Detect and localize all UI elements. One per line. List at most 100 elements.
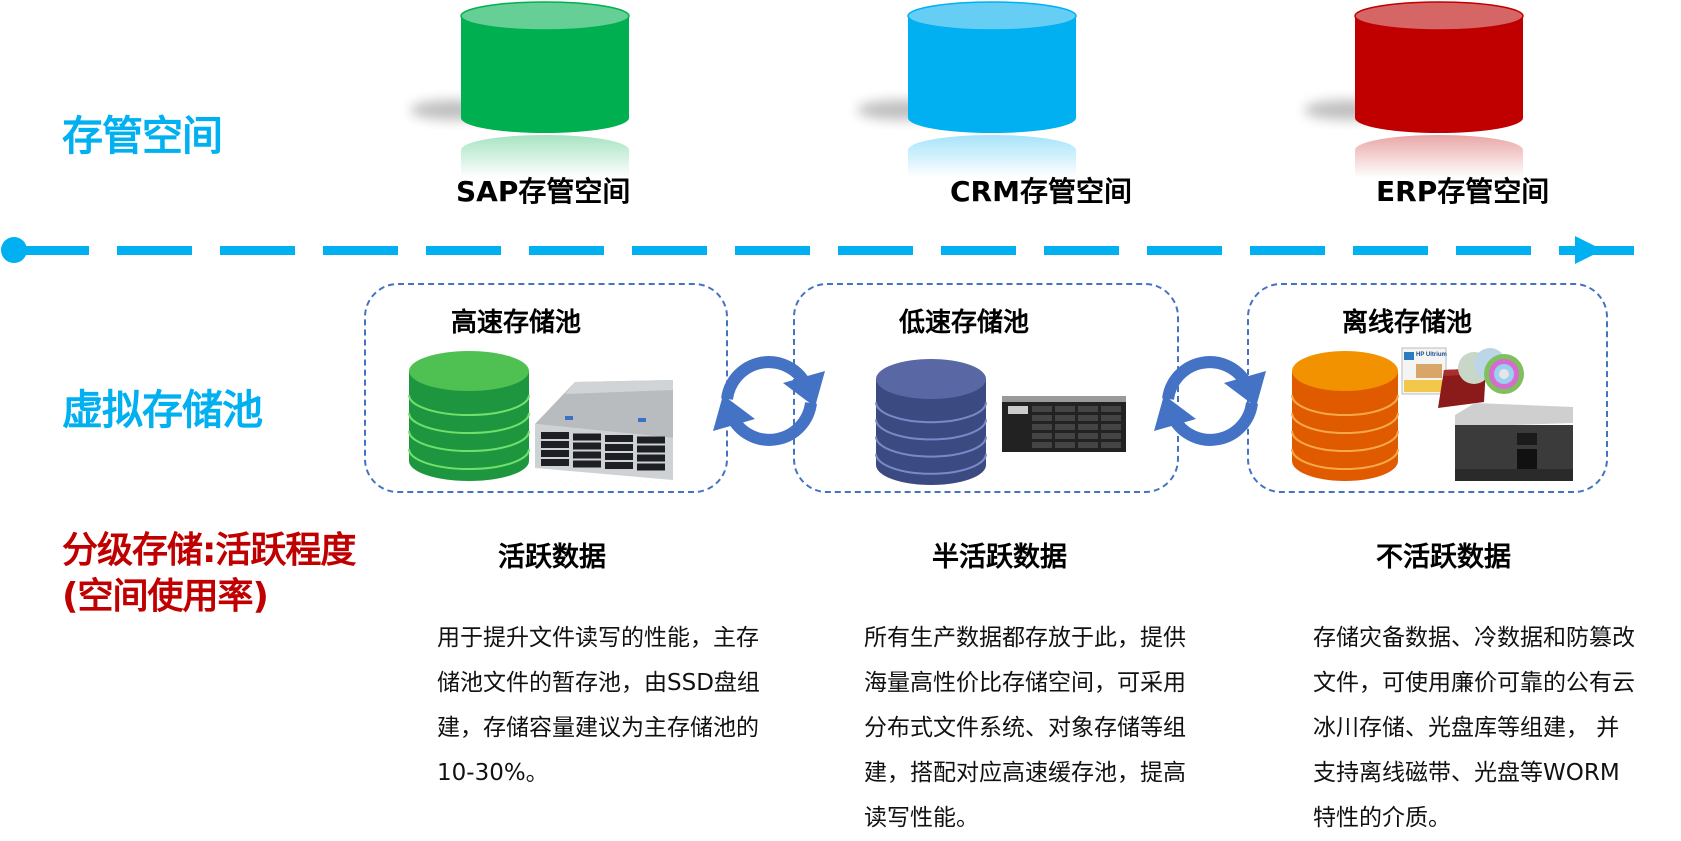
sync-arrowhead bbox=[1224, 371, 1266, 407]
row-label-space: 存管空间 bbox=[62, 112, 223, 160]
drive-bay bbox=[1032, 424, 1052, 430]
desc-line: 用于提升文件读写的性能，主存 bbox=[437, 625, 759, 651]
row-label-virtual-pool: 虚拟存储池 bbox=[62, 386, 263, 434]
erp-database-icon bbox=[1304, 1, 1524, 178]
drive-bay bbox=[1078, 433, 1098, 439]
tier-title-active: 活跃数据 bbox=[498, 542, 606, 573]
drive-bay bbox=[1101, 433, 1121, 439]
desc-line: 支持离线磁带、光盘等WORM bbox=[1313, 760, 1620, 786]
timeline-dash bbox=[529, 246, 604, 255]
drive-bay bbox=[541, 441, 569, 448]
tape-label-text: HP Ultrium bbox=[1416, 352, 1447, 358]
timeline-dash bbox=[426, 246, 501, 255]
drive-bay bbox=[637, 463, 665, 471]
tape-library-icon bbox=[1455, 403, 1573, 481]
desc-line: 文件，可使用廉价可靠的公有云 bbox=[1313, 670, 1635, 696]
drive-bay bbox=[1032, 433, 1052, 439]
pool-title-high-speed: 高速存储池 bbox=[451, 308, 582, 338]
tier-desc-semi-active: 所有生产数据都存放于此，提供 海量高性价比存储空间，可采用 分布式文件系统、对象… bbox=[864, 616, 1224, 841]
drive-bay bbox=[1078, 442, 1098, 448]
desc-line: 建，搭配对应高速缓存池，提高 bbox=[864, 760, 1186, 786]
sync-icon bbox=[713, 356, 825, 446]
disk-platter-line bbox=[408, 394, 530, 416]
disk-platter-line bbox=[1291, 394, 1399, 416]
disk-platter-line bbox=[408, 430, 530, 452]
tier-title-semi-active: 半活跃数据 bbox=[932, 542, 1067, 573]
timeline-dash bbox=[1250, 246, 1325, 255]
disk-platter-line bbox=[408, 448, 530, 470]
drive-bay bbox=[637, 436, 665, 444]
disk-array-icon bbox=[1002, 396, 1126, 452]
timeline-dash bbox=[1147, 246, 1222, 255]
sync-arc bbox=[727, 401, 817, 446]
timeline-dash bbox=[14, 246, 89, 255]
timeline-dash bbox=[1353, 246, 1428, 255]
timeline-dashes bbox=[14, 246, 1634, 255]
desc-line: 分布式文件系统、对象存储等组 bbox=[864, 715, 1186, 741]
timeline-dash bbox=[735, 246, 810, 255]
drive-bay bbox=[1055, 433, 1075, 439]
drive-bay bbox=[1101, 442, 1121, 448]
timeline-dash bbox=[632, 246, 707, 255]
desc-line: 10-30%。 bbox=[437, 760, 549, 786]
desc-line: 储池文件的暂存池，由SSD盘组 bbox=[437, 670, 760, 696]
cylinder-reflection bbox=[1355, 135, 1523, 178]
drive-bay bbox=[605, 453, 633, 460]
disk-top bbox=[409, 351, 529, 391]
drive-bay bbox=[573, 442, 601, 450]
drive-bay bbox=[1032, 415, 1052, 421]
sync-arc bbox=[1162, 356, 1252, 401]
cylinder-body bbox=[461, 16, 629, 133]
sync-arc bbox=[1168, 401, 1258, 446]
drive-bay bbox=[605, 444, 633, 451]
sync-arc bbox=[721, 356, 811, 401]
drive-bay bbox=[605, 435, 633, 442]
drive-bay bbox=[1032, 406, 1052, 412]
tier-desc-active: 用于提升文件读写的性能，主存 储池文件的暂存池，由SSD盘组 建，存储容量建议为… bbox=[437, 616, 797, 796]
drive-bay bbox=[1032, 442, 1052, 448]
disk-platter-line bbox=[408, 412, 530, 434]
drive-bay bbox=[541, 450, 569, 457]
drive-bay bbox=[1078, 406, 1098, 412]
tape-cartridge-icon bbox=[1401, 347, 1447, 395]
drive-bay bbox=[573, 460, 601, 468]
rack-server-icon bbox=[535, 380, 673, 480]
optical-disc-icon bbox=[1458, 348, 1524, 394]
timeline-dash bbox=[941, 246, 1016, 255]
desc-line: 所有生产数据都存放于此，提供 bbox=[864, 625, 1186, 651]
cylinder-body bbox=[1355, 16, 1523, 133]
cylinder-reflection bbox=[908, 135, 1076, 178]
timeline-dash bbox=[1044, 246, 1119, 255]
disk-platter-line bbox=[1291, 448, 1399, 470]
row-label-tiering: 分级存储:活跃程度(空间使用率) bbox=[62, 530, 356, 617]
disk-top bbox=[876, 359, 986, 399]
cylinder-body bbox=[908, 16, 1076, 133]
disk-body bbox=[876, 379, 986, 485]
cylinder-reflection bbox=[461, 135, 629, 178]
tier-desc-inactive: 存储灾备数据、冷数据和防篡改 文件，可使用廉价可靠的公有云 冰川存储、光盘库等组… bbox=[1313, 616, 1673, 841]
sap-database-icon bbox=[410, 1, 630, 178]
timeline-dash bbox=[117, 246, 192, 255]
disk-platter-line bbox=[875, 436, 987, 458]
drive-bay bbox=[637, 454, 665, 462]
hdd-disk-stack-icon bbox=[875, 359, 987, 485]
drive-bay bbox=[637, 445, 665, 453]
drive-bay bbox=[1101, 415, 1121, 421]
drive-bay bbox=[605, 462, 633, 469]
disk-platter-line bbox=[875, 453, 987, 475]
sync-icon bbox=[1154, 356, 1266, 446]
crm-database-icon bbox=[857, 1, 1077, 178]
drive-bay bbox=[1101, 406, 1121, 412]
timeline-dash bbox=[1456, 246, 1531, 255]
space-caption-sap: SAP存管空间 bbox=[456, 175, 631, 208]
drive-bay bbox=[1055, 442, 1075, 448]
space-caption-erp: ERP存管空间 bbox=[1376, 175, 1550, 208]
desc-line: 建，存储容量建议为主存储池的 bbox=[437, 715, 759, 741]
pool-title-low-speed: 低速存储池 bbox=[899, 308, 1030, 338]
desc-line: 存储灾备数据、冷数据和防篡改 bbox=[1313, 625, 1635, 651]
pool-title-offline: 离线存储池 bbox=[1342, 308, 1473, 338]
drive-bay bbox=[1055, 406, 1075, 412]
sync-arrowhead bbox=[783, 371, 825, 407]
drive-bay bbox=[573, 433, 601, 441]
drive-bay bbox=[1055, 415, 1075, 421]
